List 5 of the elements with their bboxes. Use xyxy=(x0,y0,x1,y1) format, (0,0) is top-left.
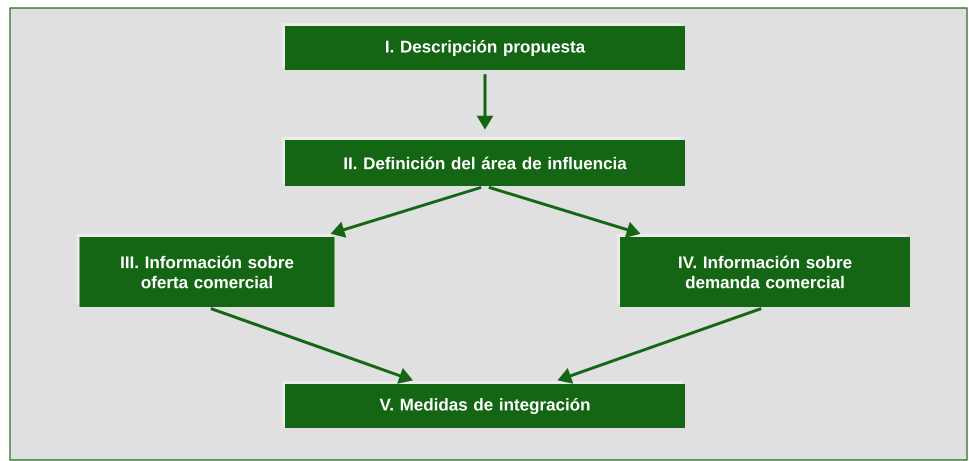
process-box: V. Medidas de integración xyxy=(285,384,685,428)
process-box: IV. Información sobre demanda comercial xyxy=(620,237,910,307)
process-box: III. Información sobre oferta comercial xyxy=(80,237,334,307)
process-box: I. Descripción propuesta xyxy=(285,26,685,70)
process-box: II. Definición del área de influencia xyxy=(285,140,685,186)
